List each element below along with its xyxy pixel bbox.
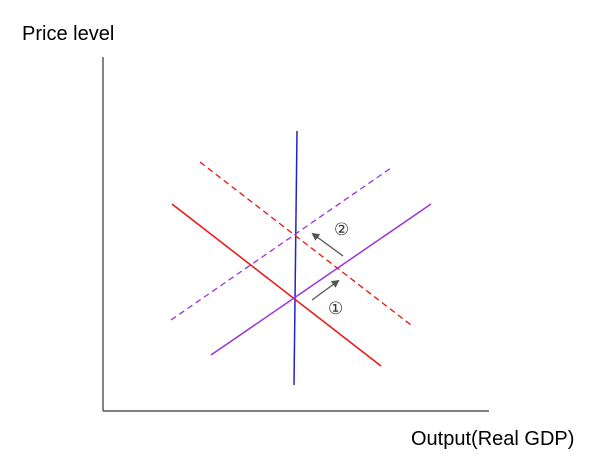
step2-arrow [311, 232, 344, 257]
step1-label: ① [328, 299, 343, 319]
sras-initial-line [210, 203, 432, 356]
lras-line [293, 130, 298, 386]
sras-shifted-line [170, 167, 392, 321]
ad-initial-line [171, 203, 382, 367]
x-axis-label: Output(Real GDP) [411, 428, 574, 450]
ad-shifted-line [199, 161, 412, 326]
y-axis-label: Price level [22, 23, 114, 45]
step1-arrow [311, 279, 340, 301]
step2-label: ② [334, 220, 349, 240]
